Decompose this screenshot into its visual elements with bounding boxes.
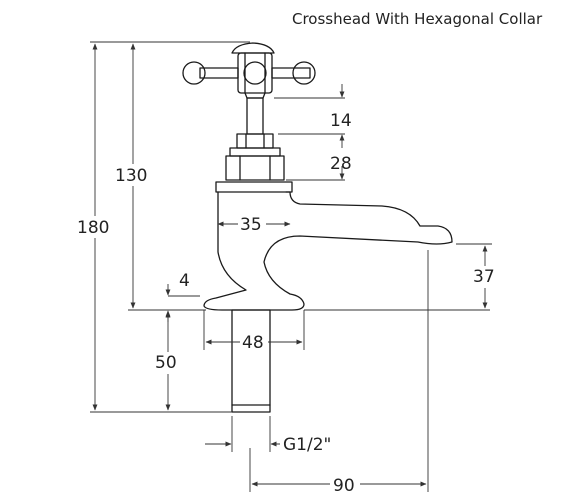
dim-label-48: 48 <box>242 333 264 353</box>
gland-nut <box>236 133 274 149</box>
dim-label-50: 50 <box>155 353 177 373</box>
tap-outline <box>182 42 453 413</box>
collar-hex <box>225 155 285 181</box>
crosshead-ball-center <box>243 61 267 85</box>
dim-label-180: 180 <box>77 218 109 238</box>
dim-label-37: 37 <box>473 267 495 287</box>
crosshead-cap <box>231 42 275 54</box>
tap-body <box>203 191 453 311</box>
spindle <box>246 97 264 135</box>
tail-thread <box>231 309 271 413</box>
spindle-neck <box>244 92 266 99</box>
crosshead-ball-left <box>182 61 206 85</box>
dim-label-35: 35 <box>240 215 262 235</box>
drawing-title: Crosshead With Hexagonal Collar <box>292 10 543 28</box>
crosshead-arm-right <box>271 67 311 79</box>
dim-label-thread: G1/2" <box>283 435 331 455</box>
shoulder-ring <box>215 181 293 193</box>
dim-label-90: 90 <box>333 476 355 496</box>
crosshead-ball-right <box>292 61 316 85</box>
crosshead-hub <box>237 52 273 94</box>
dimension-lines <box>90 41 492 492</box>
dim-label-4: 4 <box>179 271 190 291</box>
dim-label-14: 14 <box>330 111 352 131</box>
crosshead-arm-left <box>199 67 239 79</box>
dim-label-130: 130 <box>115 166 147 186</box>
dim-label-28: 28 <box>330 154 352 174</box>
dimension-labels: 180 130 14 28 35 4 37 48 50 G1/2" 90 <box>74 111 499 496</box>
hexagonal-collar <box>229 147 281 157</box>
